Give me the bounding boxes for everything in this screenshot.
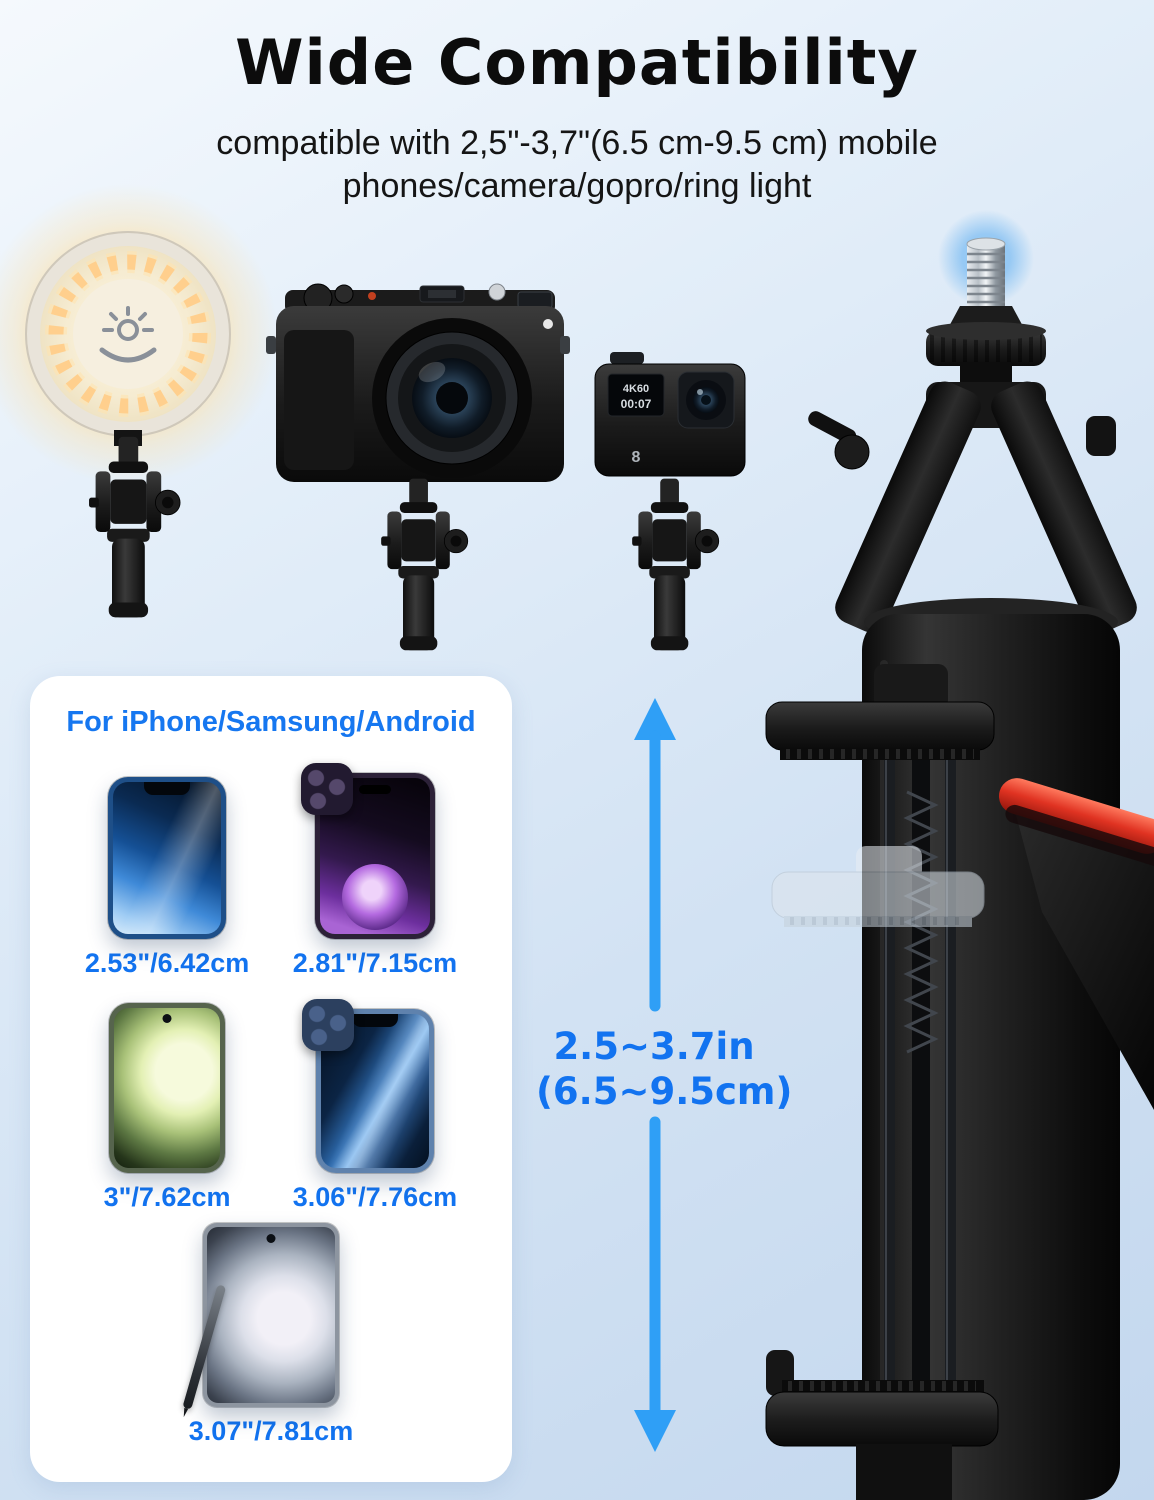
arrow-down-head [634,1410,676,1452]
phone-item: 2.81"/7.15cm [271,753,479,979]
phone-size-label: 2.53"/6.42cm [84,948,250,978]
galaxy-s23-ultra-image [182,1223,339,1410]
gopro-screen-mode: 4K60 [623,383,649,395]
range-line-1: 2.5~3.7in [553,1025,755,1068]
phone-item: 3.06"/7.76cm [271,987,479,1213]
height-range-arrow [634,698,676,1452]
iphone-13-pro-image [301,999,434,1173]
wallpaper-orb [341,864,408,930]
phone-item: 3"/7.62cm [63,987,271,1213]
selfie-stick-clamp-image [765,210,1154,1500]
phone-size-label: 3.07"/7.81cm [188,1416,354,1446]
compatibility-card: For iPhone/Samsung/Android 2.53"/6.42cm [30,676,512,1482]
range-callout: 2.5~3.7in (6.5~9.5cm) [536,1024,793,1114]
notch-icon [351,1014,398,1027]
mount-screw [938,210,1034,308]
ghost-clamp-jaw [771,846,985,927]
phone-size-label: 3.06"/7.76cm [292,1182,458,1212]
dynamic-island-icon [358,785,391,794]
camera-bump-icon [301,999,354,1051]
iphone-13-image [108,777,227,939]
galaxy-s23-image [109,1003,226,1173]
page-title: Wide Compatibility [235,26,919,99]
tripod-mount-icon [631,478,720,651]
phone-grid: 2.53"/6.42cm 2.81"/7.15cm [30,739,512,1455]
camera-image [266,283,570,482]
action-camera-image: 4K60 00:07 8 [594,352,746,477]
page-subtitle: compatible with 2,5"-3,7"(6.5 cm-9.5 cm)… [216,124,938,205]
arrow-up-head [634,698,676,740]
ring-light-image [0,184,278,484]
notch-icon [144,782,191,795]
bottom-clamp-jaw [765,1350,999,1500]
gopro-model-badge: 8 [632,449,641,466]
phone-size-label: 3"/7.62cm [103,1182,231,1212]
punch-hole-icon [162,1014,172,1023]
red-accent-ring [998,778,1154,1110]
range-line-2: (6.5~9.5cm) [536,1070,793,1114]
phone-item: 2.53"/6.42cm [63,753,271,979]
phone-size-label: 2.81"/7.15cm [292,948,458,978]
top-clamp-jaw [765,664,995,760]
camera-bump-icon [300,763,353,815]
camera-lens [372,318,532,478]
card-heading: For iPhone/Samsung/Android [66,706,476,738]
ring-light-center-icon [99,306,157,363]
gopro-screen-time: 00:07 [621,397,652,411]
punch-hole-icon [266,1234,276,1243]
iphone-14-pro-image [300,763,435,939]
tripod-mount-icon [380,478,469,651]
phone-item: 3.07"/7.81cm [40,1221,502,1447]
